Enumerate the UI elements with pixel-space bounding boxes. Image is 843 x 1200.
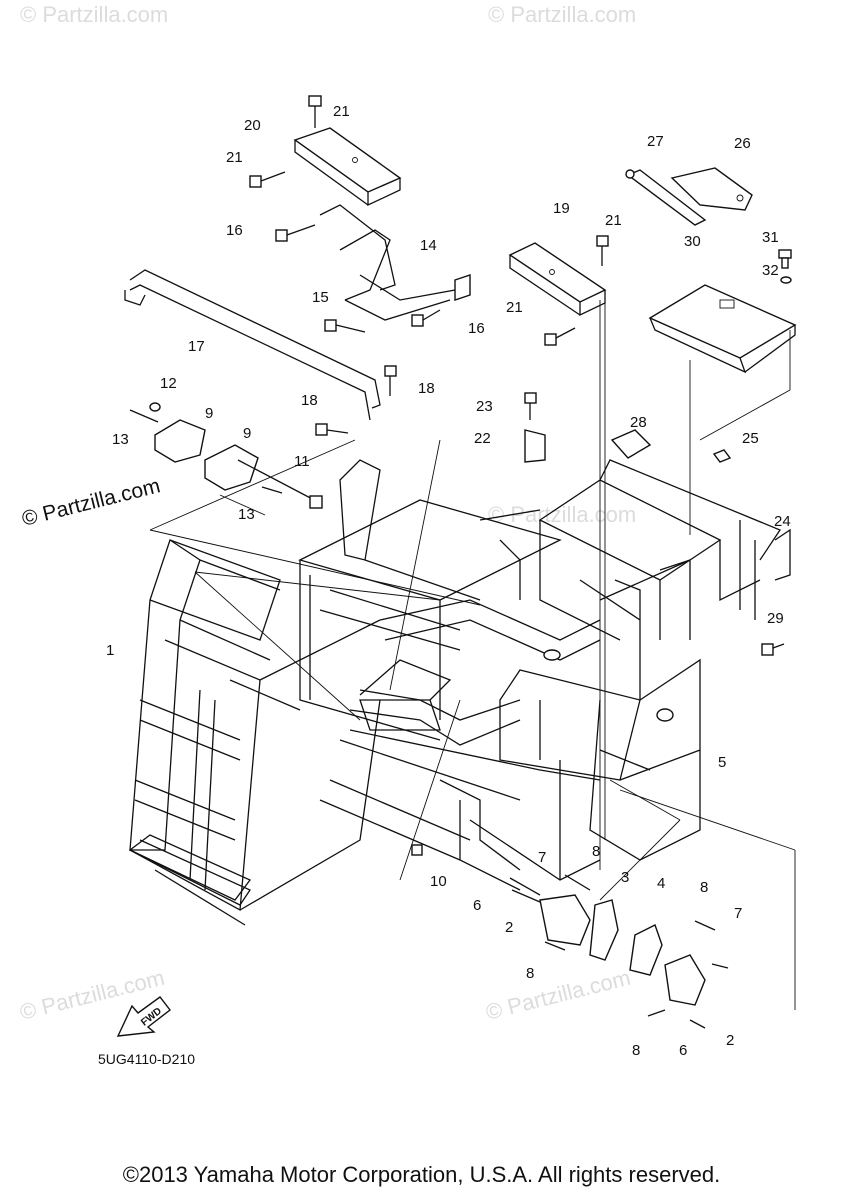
callout-30: 30: [684, 233, 701, 250]
callout-2: 2: [726, 1032, 734, 1049]
tool-27: [625, 169, 707, 226]
callout-8: 8: [592, 843, 600, 860]
callout-2: 2: [505, 919, 513, 936]
callout-13: 13: [112, 431, 129, 448]
callout-9: 9: [243, 425, 251, 442]
callout-31: 31: [762, 229, 779, 246]
callout-6: 6: [473, 897, 481, 914]
callout-22: 22: [474, 430, 491, 447]
callout-8: 8: [700, 879, 708, 896]
watermark-top-left: © Partzilla.com: [20, 2, 168, 27]
callout-9: 9: [205, 405, 213, 422]
callout-14: 14: [420, 237, 437, 254]
callout-18: 18: [418, 380, 435, 397]
callout-7: 7: [538, 849, 546, 866]
callout-21: 21: [333, 103, 350, 120]
callout-21: 21: [506, 299, 523, 316]
callout-13: 13: [238, 506, 255, 523]
bracket-19: [508, 242, 607, 317]
engine-brackets-lower: [411, 844, 729, 1029]
plate-30: [648, 284, 797, 374]
callout-25: 25: [742, 430, 759, 447]
callout-8: 8: [632, 1042, 640, 1059]
callout-16: 16: [468, 320, 485, 337]
callout-16: 16: [226, 222, 243, 239]
callout-29: 29: [767, 610, 784, 627]
bracket-20: [293, 127, 402, 207]
watermark-top-center: © Partzilla.com: [488, 2, 636, 27]
bar-17: [124, 269, 381, 421]
bolts-upper: [249, 95, 785, 656]
callout-1: 1: [106, 642, 114, 659]
callout-5: 5: [718, 754, 726, 771]
callout-28: 28: [630, 414, 647, 431]
callout-12: 12: [160, 375, 177, 392]
watermark-side: © Partzilla.com: [20, 474, 163, 531]
callout-20: 20: [244, 117, 261, 134]
leader-lines: [149, 300, 796, 1010]
callout-10: 10: [430, 873, 447, 890]
engine-mount-9: [129, 402, 323, 509]
callout-32: 32: [762, 262, 779, 279]
parts-22-28-25: [524, 429, 791, 581]
callout-21: 21: [605, 212, 622, 229]
callout-4: 4: [657, 875, 665, 892]
callout-17: 17: [188, 338, 205, 355]
bolt-31: [778, 249, 792, 284]
diagram-code: 5UG4110-D210: [98, 1051, 195, 1067]
callout-11: 11: [294, 453, 310, 470]
callout-3: 3: [621, 869, 629, 886]
callout-26: 26: [734, 135, 751, 152]
callout-6: 6: [679, 1042, 687, 1059]
pouch-26: [670, 167, 753, 211]
main-frame: [128, 459, 781, 926]
callout-27: 27: [647, 133, 664, 150]
bracket-14: [319, 204, 471, 321]
copyright-notice: ©2013 Yamaha Motor Corporation, U.S.A. A…: [122, 1162, 721, 1187]
callout-7: 7: [734, 905, 742, 922]
callout-18: 18: [301, 392, 318, 409]
callout-23: 23: [476, 398, 493, 415]
callout-24: 24: [774, 513, 791, 530]
callout-8: 8: [526, 965, 534, 982]
callout-19: 19: [553, 200, 570, 217]
fwd-arrow-icon: FWD: [116, 996, 171, 1037]
watermark-bottom-center: © Partzilla.com: [483, 965, 633, 1025]
callout-21: 21: [226, 149, 243, 166]
callout-15: 15: [312, 289, 329, 306]
